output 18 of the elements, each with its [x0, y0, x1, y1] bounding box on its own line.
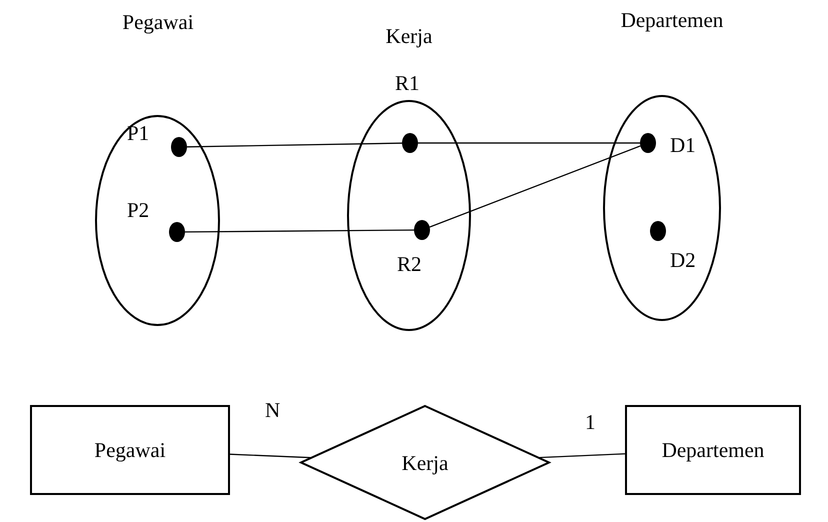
point-label: R2	[397, 254, 422, 275]
set-title: Departemen	[620, 10, 724, 31]
connector-line	[429, 145, 641, 228]
point-label: P1	[127, 123, 150, 144]
relationship-name: Kerja	[402, 452, 448, 474]
point-label: P2	[127, 200, 150, 221]
connector-line	[185, 229, 414, 233]
connector-line	[539, 453, 626, 458]
connector-line	[186, 142, 402, 148]
set-title: Pegawai	[122, 12, 194, 33]
connector-line	[418, 142, 640, 144]
point-label: D1	[670, 135, 696, 156]
entity-name: Pegawai	[94, 440, 166, 461]
set-title: Kerja	[386, 26, 432, 47]
point-label: D2	[670, 250, 696, 271]
connector-line	[230, 454, 311, 458]
entity-name: Departemen	[662, 440, 764, 461]
point-label: R1	[395, 73, 420, 94]
